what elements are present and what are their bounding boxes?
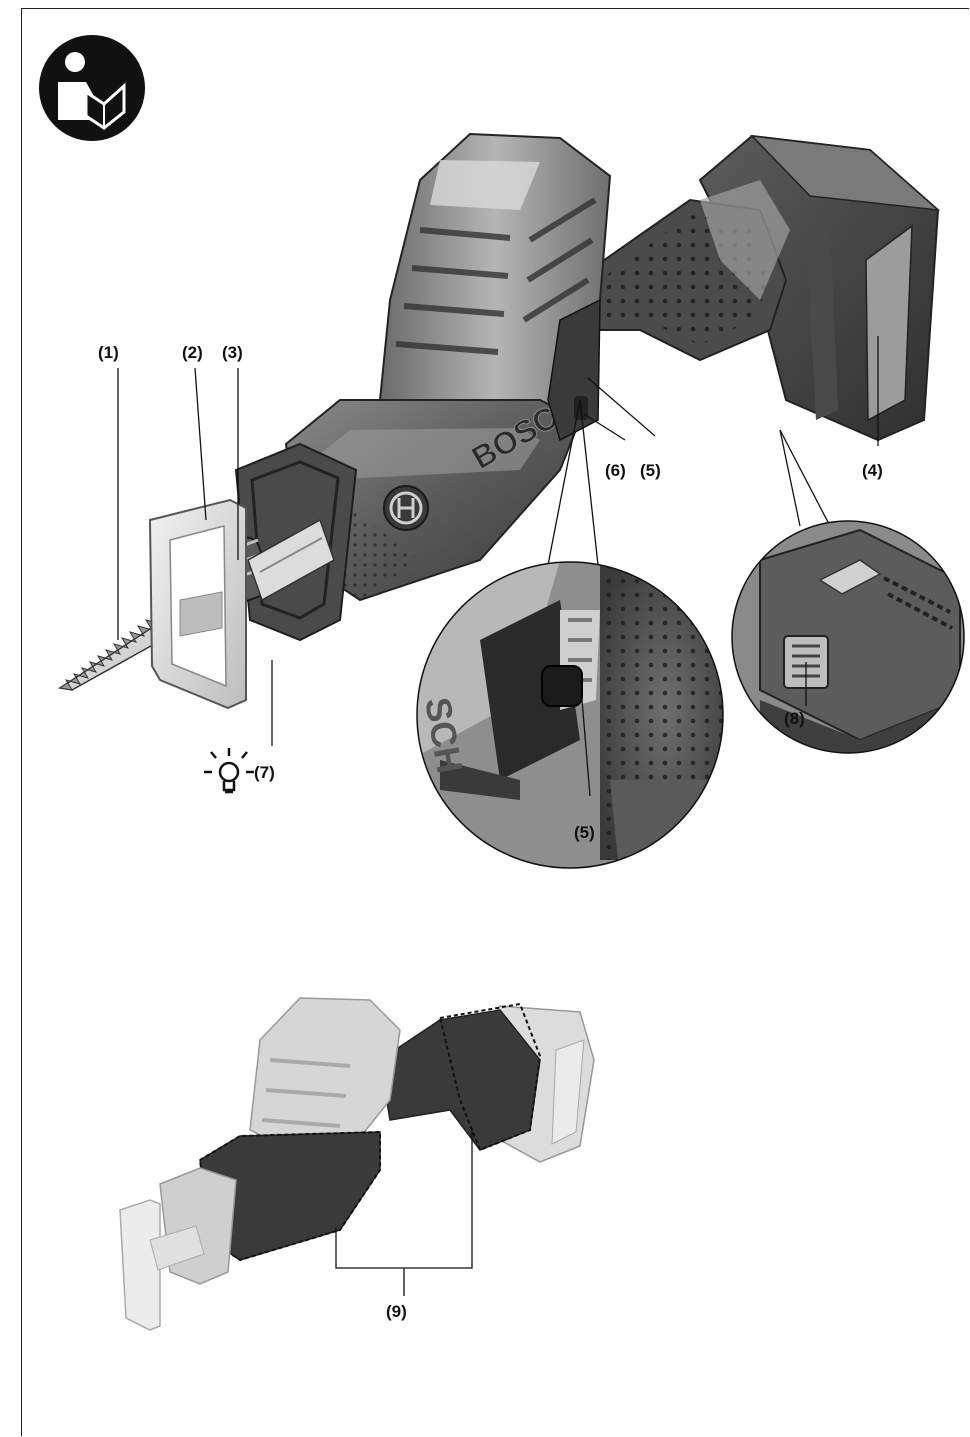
callout-6-lock-off: (6) xyxy=(605,461,626,480)
leader-2 xyxy=(194,367,207,521)
callout-4-battery: (4) xyxy=(862,461,883,480)
leader-9 xyxy=(335,1128,473,1296)
read-manual-icon xyxy=(39,35,145,141)
zoom-line-right-2 xyxy=(779,429,831,527)
callout-5-switch-zoom: (5) xyxy=(574,823,595,842)
callout-2-footplate: (2) xyxy=(182,343,203,362)
soft-grip-handle xyxy=(588,180,790,362)
callout-8-charge-indicator: (8) xyxy=(784,709,805,728)
callout-3-blade-clamp: (3) xyxy=(222,343,243,362)
callout-5-switch: (5) xyxy=(640,461,661,480)
page-frame xyxy=(21,8,969,1436)
motor-housing xyxy=(378,132,612,432)
footplate xyxy=(148,498,247,710)
battery-indicator-zoom xyxy=(731,520,965,754)
leader-lines xyxy=(117,336,879,746)
zoom-line-left-2 xyxy=(579,399,599,566)
gear-housing xyxy=(284,399,582,602)
leader-5-top xyxy=(587,377,656,437)
callout-7-work-light: (7) xyxy=(254,763,275,782)
callout-9-grip-surface: (9) xyxy=(386,1302,407,1321)
grip-surface-illustration xyxy=(119,997,595,1331)
callout-1-saw-blade: (1) xyxy=(98,343,119,362)
zoom-line-right-1 xyxy=(779,429,801,527)
zoom-line-left-1 xyxy=(547,399,581,566)
leader-6 xyxy=(583,413,626,441)
work-light-icon xyxy=(204,748,254,794)
